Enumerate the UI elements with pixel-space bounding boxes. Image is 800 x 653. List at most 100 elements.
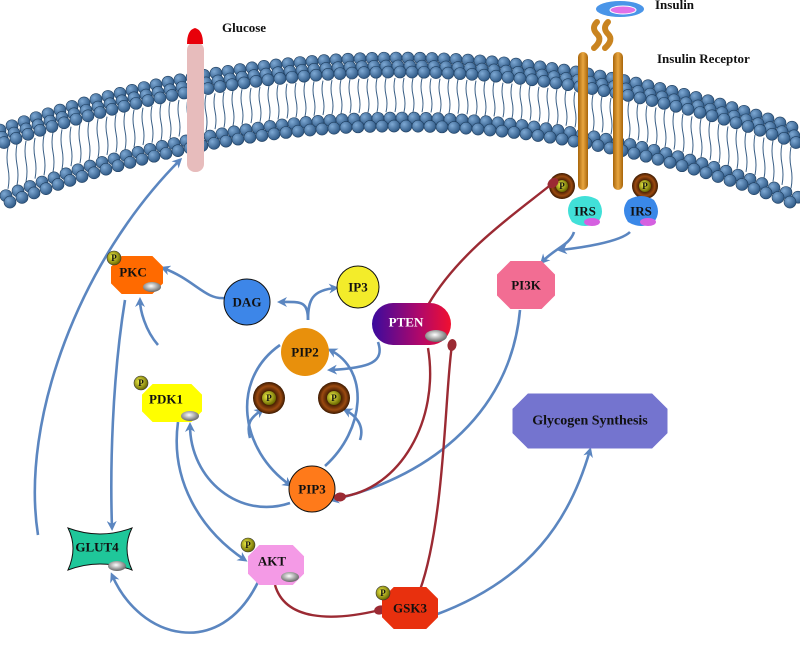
dag-node[interactable]: DAG <box>223 278 271 326</box>
lipid-head <box>261 73 275 87</box>
ip3-node[interactable]: IP3 <box>336 265 380 309</box>
lipid-head <box>207 136 221 150</box>
lipid-head <box>681 103 695 116</box>
insulin-receptor-label: Insulin Receptor <box>657 51 750 66</box>
lipid-tail <box>681 113 685 153</box>
lipid-head <box>489 69 503 83</box>
lipid-tail <box>222 91 226 128</box>
lipid-head <box>591 139 605 152</box>
lipid-head <box>789 136 800 149</box>
phosphate-icon <box>106 250 122 266</box>
glycogen-synthesis-node[interactable]: Glycogen Synthesis <box>512 393 668 449</box>
lipid-head <box>237 76 251 90</box>
pten-node[interactable]: PTEN <box>372 303 451 345</box>
phosphate-label: P <box>266 393 272 403</box>
lipid-tail <box>465 79 469 115</box>
phosphate-label: P <box>245 540 251 550</box>
lipid-tail <box>726 126 730 166</box>
lipid-head <box>759 186 773 200</box>
lipid-tail <box>501 82 505 118</box>
lipid-head <box>123 156 137 169</box>
lipid-head <box>381 65 395 79</box>
lipid-tail <box>789 146 793 189</box>
pi3k-node[interactable]: PI3K <box>497 261 555 309</box>
glucose-transporter <box>187 42 204 172</box>
lipid-head <box>693 106 707 119</box>
pip2-node[interactable]: PIP2 <box>281 328 329 376</box>
lipid-head <box>279 126 293 139</box>
lipid-tail <box>663 109 667 148</box>
lipid-head <box>225 78 239 92</box>
lipid-head <box>297 69 311 83</box>
lipid-tail <box>546 87 550 124</box>
lipid-tail <box>510 83 514 119</box>
lipid-head <box>723 174 737 187</box>
cell-membrane <box>0 51 800 209</box>
lipid-head <box>111 159 125 173</box>
lipid-head <box>711 170 725 183</box>
edge-pten-to-pip2 <box>327 341 381 375</box>
edge-irs2-to-pi3k <box>557 230 631 255</box>
edge-pip2-to-dag <box>277 296 310 321</box>
irs-blob-icon <box>584 218 600 226</box>
lipid-tail <box>303 81 307 117</box>
phospho-ring-left: P <box>253 382 285 414</box>
irs-left-node[interactable]: IRS <box>568 196 602 226</box>
edge-pkc-to-glut4 <box>106 299 127 531</box>
lipid-head <box>495 124 509 138</box>
lipid-head <box>633 91 647 105</box>
lipid-tail <box>708 121 712 161</box>
lipid-head <box>129 97 143 110</box>
irs-right-node[interactable]: IRS <box>624 196 658 226</box>
lipid-head <box>405 65 419 79</box>
lipid-head <box>453 67 467 80</box>
lipid-tail <box>42 134 46 176</box>
edge-pten-inhibits-pip3 <box>334 347 432 502</box>
lipid-tail <box>258 86 262 122</box>
lipid-tail <box>204 94 208 131</box>
lipid-tail <box>384 77 388 113</box>
phosphate-icon <box>133 375 149 391</box>
lipid-tail <box>132 109 136 148</box>
lipid-head <box>597 84 611 98</box>
lipid-tail <box>699 118 703 158</box>
svg-text:PIP3: PIP3 <box>298 482 326 497</box>
glut4-node[interactable]: GLUT4 <box>66 527 134 571</box>
lipid-head <box>75 170 89 183</box>
lipid-tail <box>573 91 577 128</box>
lipid-head <box>351 120 365 134</box>
lipid-tail <box>321 80 325 116</box>
lipid-tail <box>609 97 613 135</box>
lipid-tail <box>627 101 631 139</box>
lipid-tail <box>654 107 658 145</box>
lipid-tail <box>240 89 244 125</box>
lipid-head <box>459 121 473 135</box>
lipid-head <box>531 129 545 142</box>
lipid-head <box>267 127 281 141</box>
activation-edges <box>33 157 631 634</box>
lipid-head <box>285 70 299 84</box>
svg-text:GLUT4: GLUT4 <box>75 540 119 555</box>
lipid-tail <box>474 80 478 116</box>
protein-blob-icon <box>281 572 299 582</box>
edge-pip3-to-pdk1 <box>185 422 291 509</box>
phospho-ring-right: P <box>318 382 350 414</box>
lipid-head <box>465 68 479 81</box>
lipid-head <box>549 76 563 90</box>
edge-pdk1-to-akt <box>175 421 248 562</box>
lipid-head <box>477 68 491 82</box>
edge-pip2-to-pip3 <box>245 343 293 487</box>
lipid-tail <box>753 134 757 176</box>
lipid-head <box>375 119 389 133</box>
pip3-node[interactable]: PIP3 <box>288 465 336 513</box>
lipid-tail <box>672 111 676 150</box>
lipid-head <box>15 191 29 204</box>
lipid-head <box>765 127 779 141</box>
phosphate-icon <box>375 585 391 601</box>
lipid-head <box>219 134 233 148</box>
